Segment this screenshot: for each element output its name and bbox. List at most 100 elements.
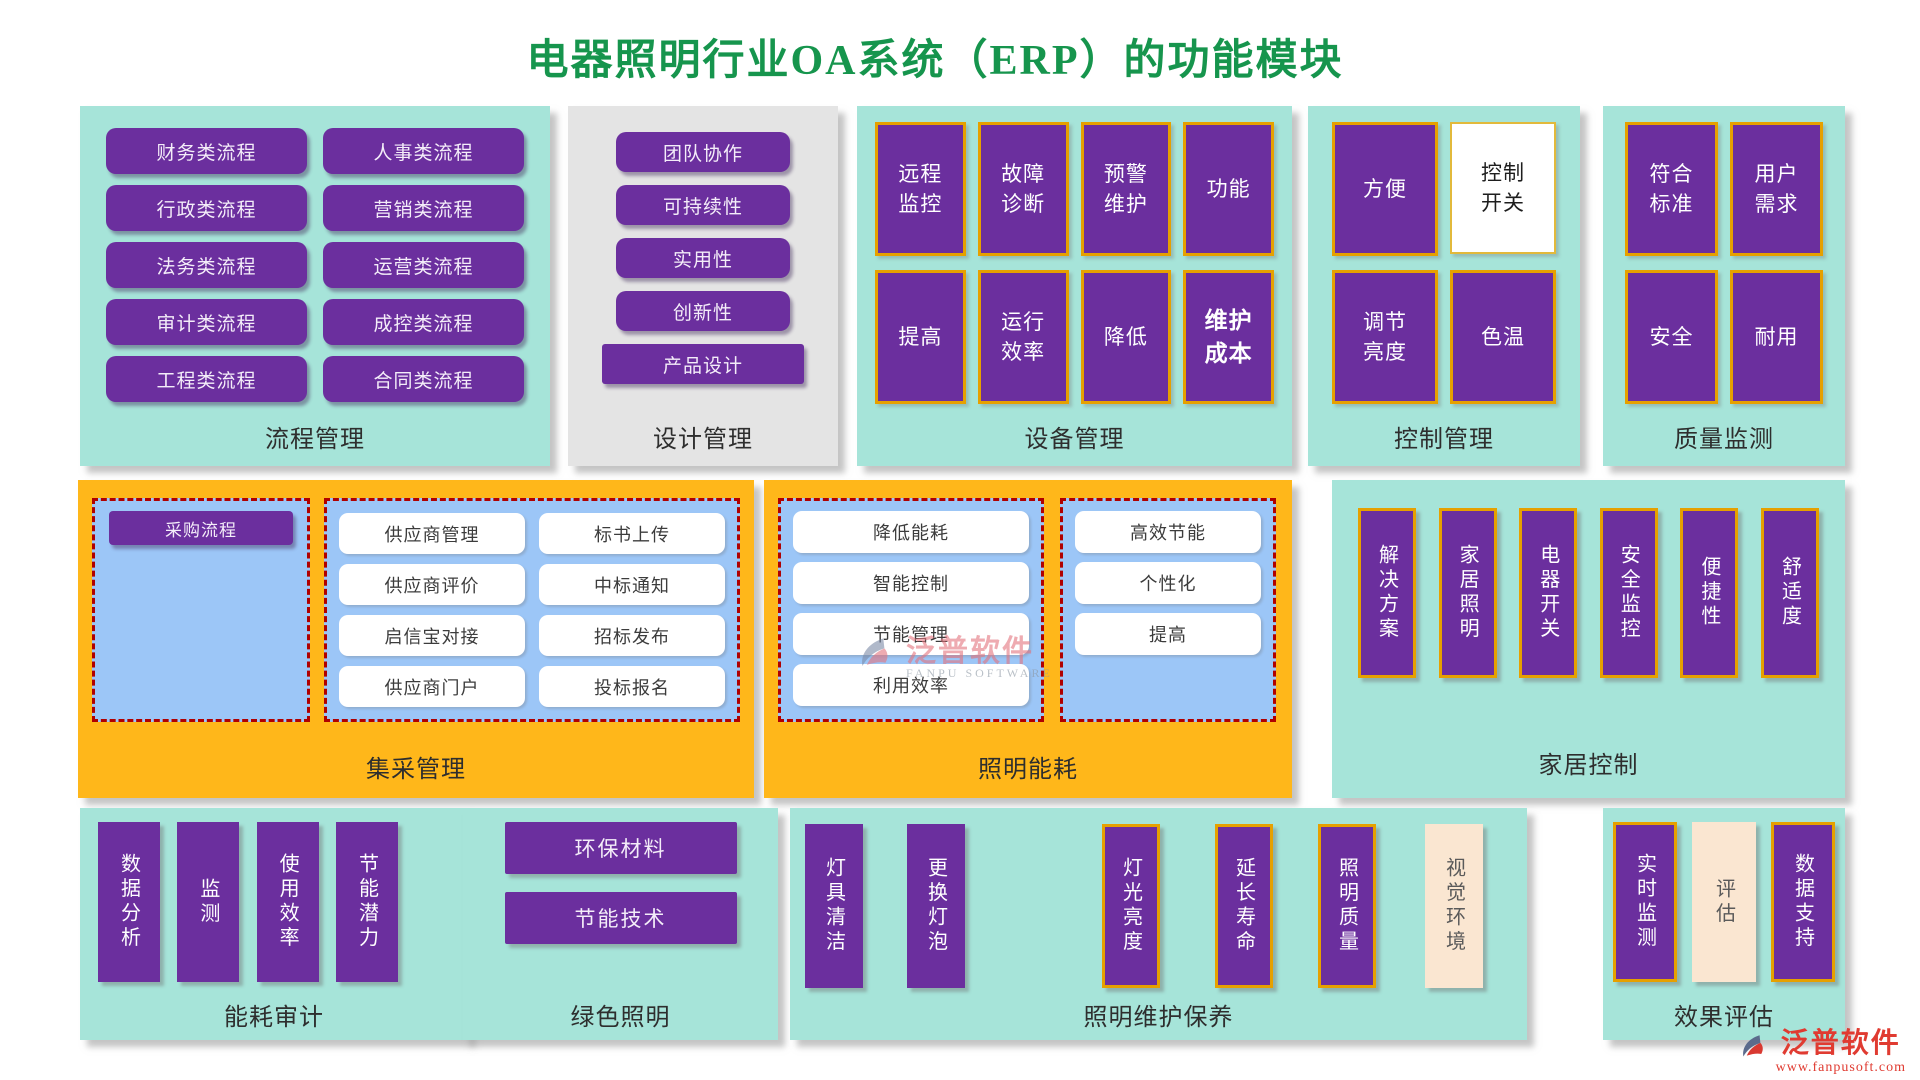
module-block-label: 控制开关 xyxy=(1481,160,1525,215)
logo-brand-text: 泛普软件 xyxy=(1780,1028,1901,1060)
module-block-operation-process: 运营类流程 xyxy=(323,242,524,288)
module-block-bid-registration: 投标报名 xyxy=(539,666,725,707)
module-block-light-brightness: 灯光亮度 xyxy=(1102,824,1160,988)
module-block-marketing-process: 营销类流程 xyxy=(323,185,524,231)
module-block-supplier-evaluation: 供应商评价 xyxy=(339,564,525,605)
panel-centralized-procurement: 采购流程 供应商管理 标书上传 供应商评价 中标通知 启信宝对接 招标发布 供应… xyxy=(78,480,754,798)
module-block-solution: 解决方案 xyxy=(1358,508,1416,678)
module-block-visual-environment: 视觉环境 xyxy=(1425,824,1483,988)
energy-left-area: 降低能耗 智能控制 节能管理 利用效率 xyxy=(778,498,1044,722)
module-block-innovation: 创新性 xyxy=(616,291,790,331)
module-block-durable: 耐用 xyxy=(1730,270,1823,404)
logo-website-text: www.fanpusoft.com xyxy=(1775,1060,1906,1075)
energy-audit-boxes: 数据分析 监测 使用效率 节能潜力 xyxy=(80,822,468,982)
module-block-evaluation: 评估 xyxy=(1692,822,1756,982)
panel-lighting-maintenance: 灯具清洁 更换灯泡 灯光亮度 延长寿命 照明质量 视觉环境 照明维护保养 xyxy=(790,808,1527,1040)
quality-cell-grid: 符合标准 用户需求 安全 耐用 xyxy=(1603,106,1845,404)
module-block-safety: 安全 xyxy=(1625,270,1718,404)
module-block-supplier-portal: 供应商门户 xyxy=(339,666,525,707)
module-block-convenience: 便捷性 xyxy=(1680,508,1739,678)
module-block-convenient: 方便 xyxy=(1332,122,1438,256)
module-block-lighting-quality: 照明质量 xyxy=(1318,824,1376,988)
design-button-stack: 团队协作 可持续性 实用性 创新性 产品设计 xyxy=(568,106,838,384)
module-block-data-analysis: 数据分析 xyxy=(98,822,160,982)
module-block-realtime-monitoring: 实时监测 xyxy=(1613,822,1677,982)
module-block-reduce-energy: 降低能耗 xyxy=(793,511,1029,553)
module-block-maintenance-cost: 维护成本 xyxy=(1183,270,1274,404)
module-block-tender-release: 招标发布 xyxy=(539,615,725,656)
module-block-label: 用户需求 xyxy=(1754,161,1799,216)
module-block-label: 维护成本 xyxy=(1204,306,1253,366)
panel-equipment-management: 远程监控 故障诊断 预警维护 功能 提高 运行效率 降低 维护成本 设备管理 xyxy=(857,106,1292,466)
module-block-improve: 提高 xyxy=(875,270,966,404)
control-cell-grid: 方便 控制开关 调节亮度 色温 xyxy=(1308,106,1580,404)
module-block-label: 故障诊断 xyxy=(1001,161,1046,216)
panel-control-management: 方便 控制开关 调节亮度 色温 控制管理 xyxy=(1308,106,1580,466)
module-block-meet-standards: 符合标准 xyxy=(1625,122,1718,256)
green-lighting-bars: 环保材料 节能技术 xyxy=(463,822,778,944)
fanpu-logo: 泛普软件 www.fanpusoft.com xyxy=(1740,1028,1906,1076)
module-block-energy-saving-tech: 节能技术 xyxy=(504,892,737,944)
module-block-hr-process: 人事类流程 xyxy=(323,128,524,174)
module-block-fault-diagnosis: 故障诊断 xyxy=(977,122,1069,256)
module-block-legal-process: 法务类流程 xyxy=(106,242,307,288)
module-block-function: 功能 xyxy=(1183,122,1274,256)
module-block-sustainability: 可持续性 xyxy=(616,185,790,225)
module-block-remote-monitoring: 远程监控 xyxy=(875,122,966,256)
panel-design-management: 团队协作 可持续性 实用性 创新性 产品设计 设计管理 xyxy=(568,106,838,466)
module-block-engineering-process: 工程类流程 xyxy=(106,356,307,402)
module-block-data-support: 数据支持 xyxy=(1771,822,1835,982)
module-block-label: 安全 xyxy=(1649,324,1694,349)
panel-lighting-energy: 降低能耗 智能控制 节能管理 利用效率 高效节能 个性化 提高 照明能耗 xyxy=(764,480,1292,798)
panel-home-control: 解决方案 家居照明 电器开关 安全监控 便捷性 舒适度 家居控制 xyxy=(1332,480,1845,798)
panel-caption-procurement: 集采管理 xyxy=(366,757,466,783)
panel-caption-design: 设计管理 xyxy=(653,427,753,453)
panel-green-lighting: 环保材料 节能技术 绿色照明 xyxy=(463,808,778,1040)
panel-caption-energy-audit: 能耗审计 xyxy=(224,1005,324,1031)
module-block-audit-process: 审计类流程 xyxy=(106,299,307,345)
procurement-flow-area: 采购流程 xyxy=(92,498,310,722)
panel-caption-quality: 质量监测 xyxy=(1674,427,1774,453)
module-block-warning-maintenance: 预警维护 xyxy=(1080,122,1172,256)
procurement-button-area: 供应商管理 标书上传 供应商评价 中标通知 启信宝对接 招标发布 供应商门户 投… xyxy=(324,498,740,722)
energy-right-area: 高效节能 个性化 提高 xyxy=(1060,498,1276,722)
module-block-finance-process: 财务类流程 xyxy=(106,128,307,174)
module-block-admin-process: 行政类流程 xyxy=(106,185,307,231)
home-control-boxes: 解决方案 家居照明 电器开关 安全监控 便捷性 舒适度 xyxy=(1332,508,1845,678)
module-block-personalization: 个性化 xyxy=(1075,562,1261,604)
module-block-procurement-flow: 采购流程 xyxy=(109,511,293,545)
module-block-efficient-energy-saving: 高效节能 xyxy=(1075,511,1261,553)
module-block-monitoring: 监测 xyxy=(177,822,240,982)
module-block-label: 调节亮度 xyxy=(1363,309,1407,364)
module-block-label: 预警维护 xyxy=(1103,161,1148,216)
panel-caption-green-lighting: 绿色照明 xyxy=(570,1005,671,1031)
module-block-bulb-replacement: 更换灯泡 xyxy=(907,824,965,988)
module-block-label: 色温 xyxy=(1481,324,1525,349)
module-block-label: 运行效率 xyxy=(1001,309,1046,364)
module-block-enhance: 提高 xyxy=(1075,613,1261,655)
module-block-award-notice: 中标通知 xyxy=(539,564,725,605)
panel-caption-maintenance: 照明维护保养 xyxy=(1083,1005,1234,1031)
module-block-usage-efficiency: 使用效率 xyxy=(256,822,319,982)
panel-caption-evaluation: 效果评估 xyxy=(1674,1005,1774,1031)
module-block-label: 方便 xyxy=(1363,176,1407,201)
module-block-label: 降低 xyxy=(1103,324,1148,349)
module-block-contract-process: 合同类流程 xyxy=(323,356,524,402)
panel-caption-lighting-energy: 照明能耗 xyxy=(978,757,1078,783)
module-block-operating-efficiency: 运行效率 xyxy=(977,270,1069,404)
module-block-label: 符合标准 xyxy=(1649,161,1694,216)
module-block-extend-lifespan: 延长寿命 xyxy=(1215,824,1273,988)
module-block-color-temperature: 色温 xyxy=(1450,270,1556,404)
module-block-eco-materials: 环保材料 xyxy=(504,822,737,874)
fanpu-logo-swoosh-icon xyxy=(1740,1033,1774,1068)
module-block-control-switch: 控制开关 xyxy=(1450,122,1556,254)
module-block-label: 功能 xyxy=(1206,176,1251,201)
module-block-utilization-efficiency: 利用效率 xyxy=(793,664,1029,706)
module-block-cost-control-process: 成控类流程 xyxy=(323,299,524,345)
panel-effect-evaluation: 实时监测 评估 数据支持 效果评估 xyxy=(1603,808,1845,1040)
module-block-reduce: 降低 xyxy=(1080,270,1172,404)
module-block-qixinbao-integration: 启信宝对接 xyxy=(339,615,525,656)
module-block-team-collaboration: 团队协作 xyxy=(616,132,790,172)
module-block-fixture-cleaning: 灯具清洁 xyxy=(805,824,863,988)
